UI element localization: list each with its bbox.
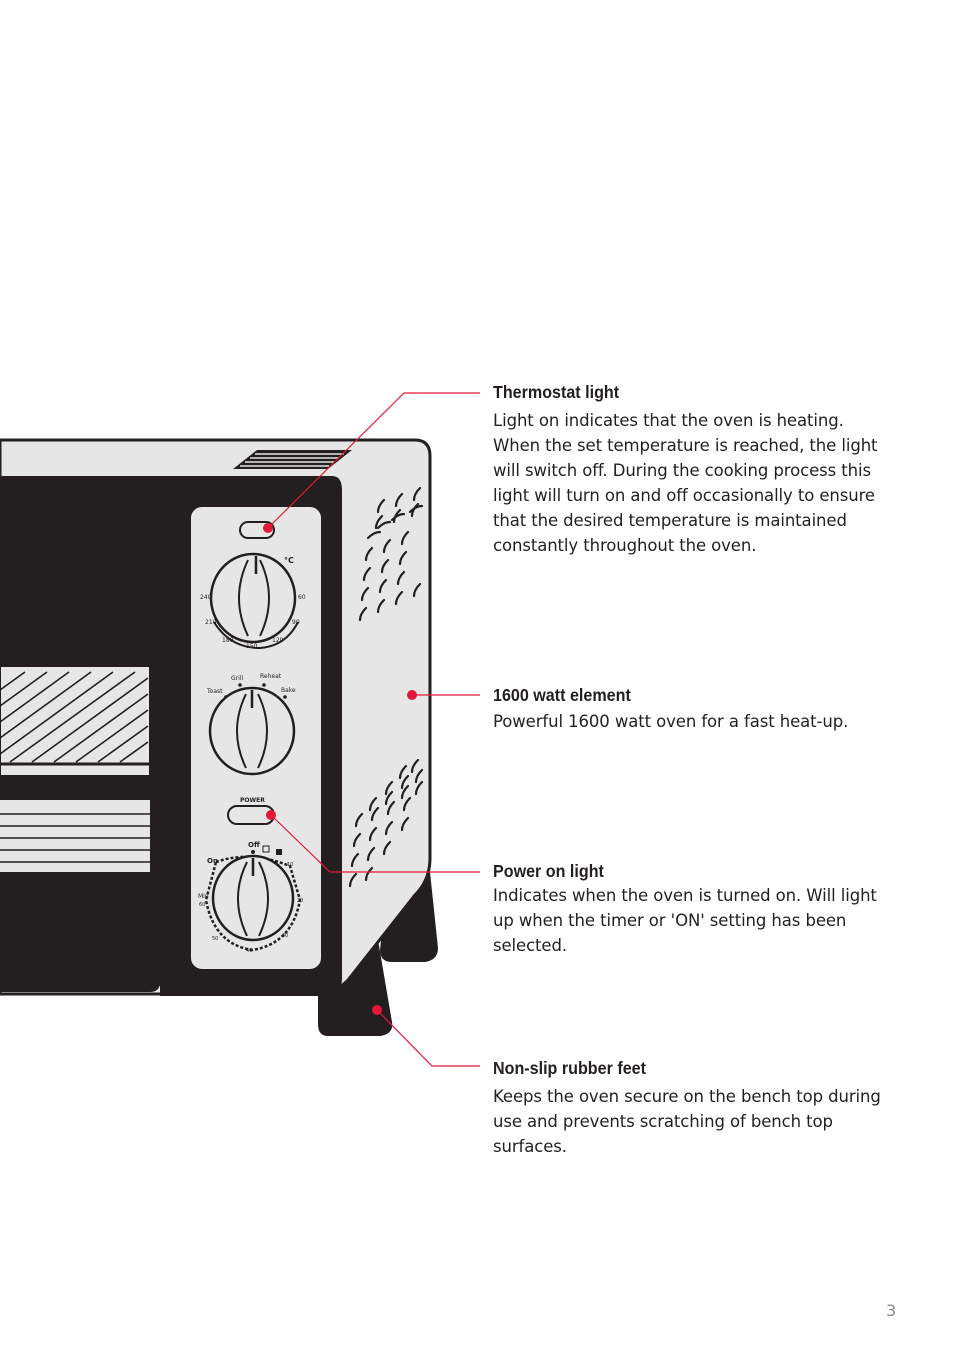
dot-element	[407, 690, 417, 700]
timer-label-off: Off	[248, 841, 260, 849]
temp-tick-150: 150	[246, 643, 258, 650]
side-vents-lower	[348, 758, 424, 888]
dot-power	[266, 810, 276, 820]
timer-dial: Off On Min 60 50 40 30 20 10	[198, 841, 303, 954]
callout-1600-watt-element: 1600 watt element Powerful 1600 watt ove…	[493, 684, 893, 734]
callout-title: Non-slip rubber feet	[493, 1058, 646, 1078]
leader-power	[270, 814, 480, 873]
leader-lines	[267, 392, 480, 1067]
timer-label-on: On	[207, 857, 218, 865]
callout-title: 1600 watt element	[493, 685, 631, 705]
temp-tick-180: 180	[222, 637, 234, 644]
side-vents-upper	[358, 486, 424, 622]
function-label-grill: Grill	[231, 675, 243, 682]
timer-tick-60: 60	[199, 902, 205, 908]
callout-non-slip-rubber-feet: Non-slip rubber feet Keeps the oven secu…	[493, 1057, 893, 1159]
callout-body: Keeps the oven secure on the bench top d…	[493, 1087, 881, 1156]
leader-feet	[376, 1009, 480, 1067]
dot-thermostat	[263, 523, 273, 533]
callout-body: Indicates when the oven is turned on. Wi…	[493, 886, 877, 955]
temp-tick-60: 60	[298, 594, 306, 601]
callout-body: Powerful 1600 watt oven for a fast heat-…	[493, 712, 849, 731]
temp-unit: °C	[284, 556, 294, 565]
temp-tick-90: 90	[292, 619, 300, 626]
timer-tick-50: 50	[212, 936, 218, 942]
timer-label-min: Min	[198, 893, 209, 900]
rubber-foot-back	[380, 863, 438, 962]
dot-feet	[372, 1005, 382, 1015]
oven-rack	[0, 665, 151, 777]
function-label-toast: Toast	[206, 688, 223, 695]
callout-title: Thermostat light	[493, 382, 620, 402]
leader-thermostat	[267, 392, 480, 529]
temp-tick-120: 120	[272, 637, 284, 644]
function-dial: Toast Grill Reheat Bake	[206, 673, 296, 776]
function-label-bake: Bake	[281, 687, 296, 694]
timer-tick-30: 30	[282, 933, 288, 939]
top-vent	[233, 450, 352, 469]
callout-power-on-light: Power on light Indicates when the oven i…	[493, 860, 893, 958]
callout-title: Power on light	[493, 861, 604, 881]
power-light-label: POWER	[240, 797, 265, 804]
function-label-reheat: Reheat	[260, 673, 282, 680]
leader-dots	[263, 523, 417, 1015]
crumb-tray	[0, 800, 150, 900]
temp-tick-240: 240	[200, 594, 212, 601]
page-number: 3	[886, 1301, 897, 1320]
temperature-dial: 240 210 180 150 120 90 60 °C	[200, 552, 306, 650]
temp-tick-210: 210	[205, 619, 217, 626]
timer-tick-40: 40	[246, 948, 252, 954]
callout-thermostat-light: Thermostat light Light on indicates that…	[493, 381, 893, 558]
callout-body: Light on indicates that the oven is heat…	[493, 411, 878, 555]
bread-icon	[276, 849, 282, 855]
toast-icon	[262, 845, 270, 853]
